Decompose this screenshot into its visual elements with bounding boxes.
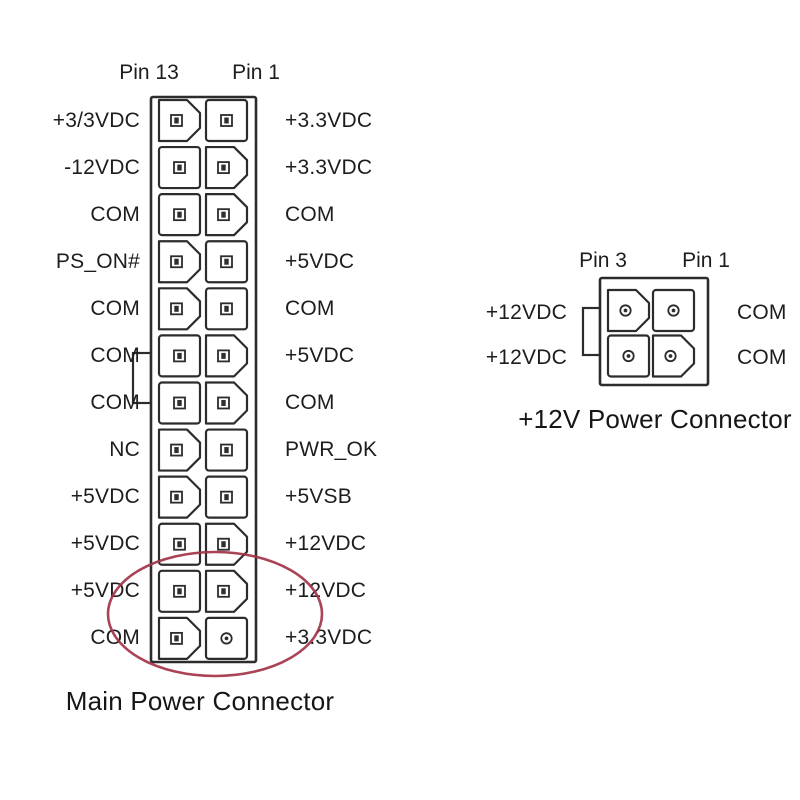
main-pin13-header: Pin 13 (119, 61, 179, 84)
main-left-label-row-8: NC (109, 438, 140, 462)
main-right-label-row-7: COM (285, 390, 335, 414)
main-left-label-row-7: COM (90, 390, 140, 414)
main-left-label-row-3: COM (90, 202, 140, 226)
main-right-label-row-6: +5VDC (285, 343, 355, 367)
main-right-label-row-9: +5VSB (285, 485, 352, 509)
aux-right-label-row-1: COM (737, 300, 787, 324)
main-right-label-row-1: +3.3VDC (285, 108, 373, 132)
main-right-label-row-2: +3.3VDC (285, 155, 373, 179)
main-pin1-header: Pin 1 (232, 61, 280, 84)
main-left-label-row-4: PS_ON# (55, 249, 140, 273)
main-right-label-row-11: +12VDC (285, 579, 367, 603)
aux-right-label-row-2: COM (737, 346, 787, 369)
main-right-label-row-12: +3.3VDC (285, 626, 373, 650)
main-left-label-row-9: +5VDC (70, 485, 140, 509)
main-right-label-row-10: +12VDC (285, 532, 367, 556)
main-right-label-row-8: PWR_OK (285, 438, 378, 462)
main-left-label-row-1: +3/3VDC (52, 108, 140, 132)
main-left-label-row-2: -12VDC (64, 155, 140, 179)
aux-connector-caption: +12V Power Connector (518, 404, 792, 434)
main-connector-caption: Main Power Connector (65, 686, 335, 716)
main-right-label-row-3: COM (285, 202, 335, 226)
aux-pin3-header: Pin 3 (579, 249, 627, 272)
aux-pin1-header: Pin 1 (682, 249, 730, 272)
aux-left-label-row-2: +12VDC (485, 346, 567, 369)
main-left-label-row-11: +5VDC (70, 579, 140, 603)
main-right-label-row-4: +5VDC (285, 249, 355, 273)
main-right-label-row-5: COM (285, 296, 335, 320)
aux-left-label-row-1: +12VDC (485, 300, 567, 324)
main-left-label-row-5: COM (90, 296, 140, 320)
main-left-label-row-6: COM (90, 343, 140, 367)
main-left-label-row-10: +5VDC (70, 532, 140, 556)
